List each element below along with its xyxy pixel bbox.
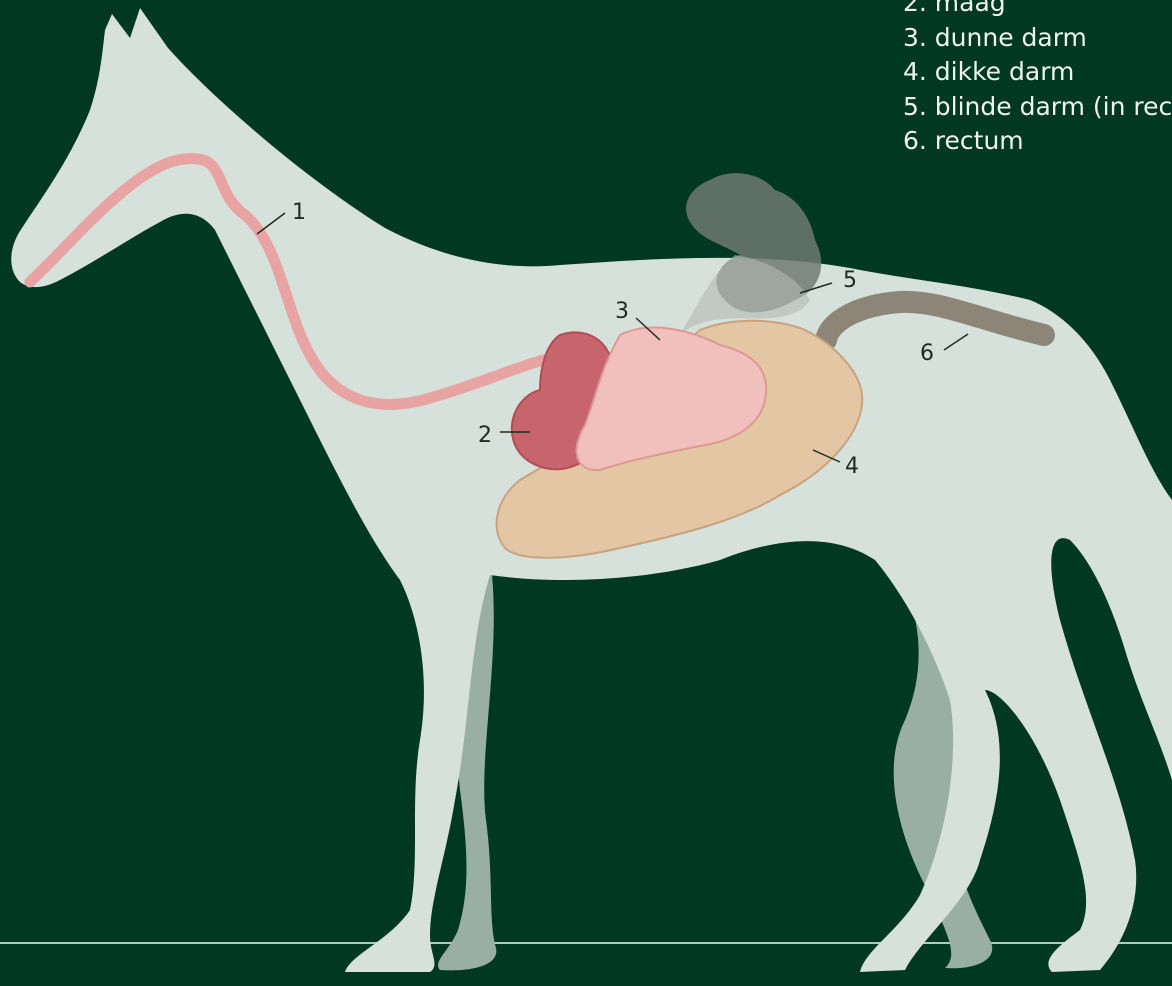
callout-3: 3 — [615, 299, 629, 324]
legend-item-large-intestine: 4. dikke darm — [903, 55, 1172, 90]
legend-item-stomach: 2. maag — [903, 0, 1172, 21]
legend-item-rectum: 6. rectum — [903, 124, 1172, 159]
legend: 2. maag 3. dunne darm 4. dikke darm 5. b… — [903, 0, 1172, 159]
callout-1: 1 — [292, 200, 306, 225]
callout-2: 2 — [478, 423, 492, 448]
legend-item-cecum: 5. blinde darm (in rechterflank) — [903, 90, 1172, 125]
callout-4: 4 — [845, 454, 859, 479]
callout-6: 6 — [920, 341, 934, 366]
callout-5: 5 — [843, 268, 857, 293]
legend-item-small-intestine: 3. dunne darm — [903, 21, 1172, 56]
